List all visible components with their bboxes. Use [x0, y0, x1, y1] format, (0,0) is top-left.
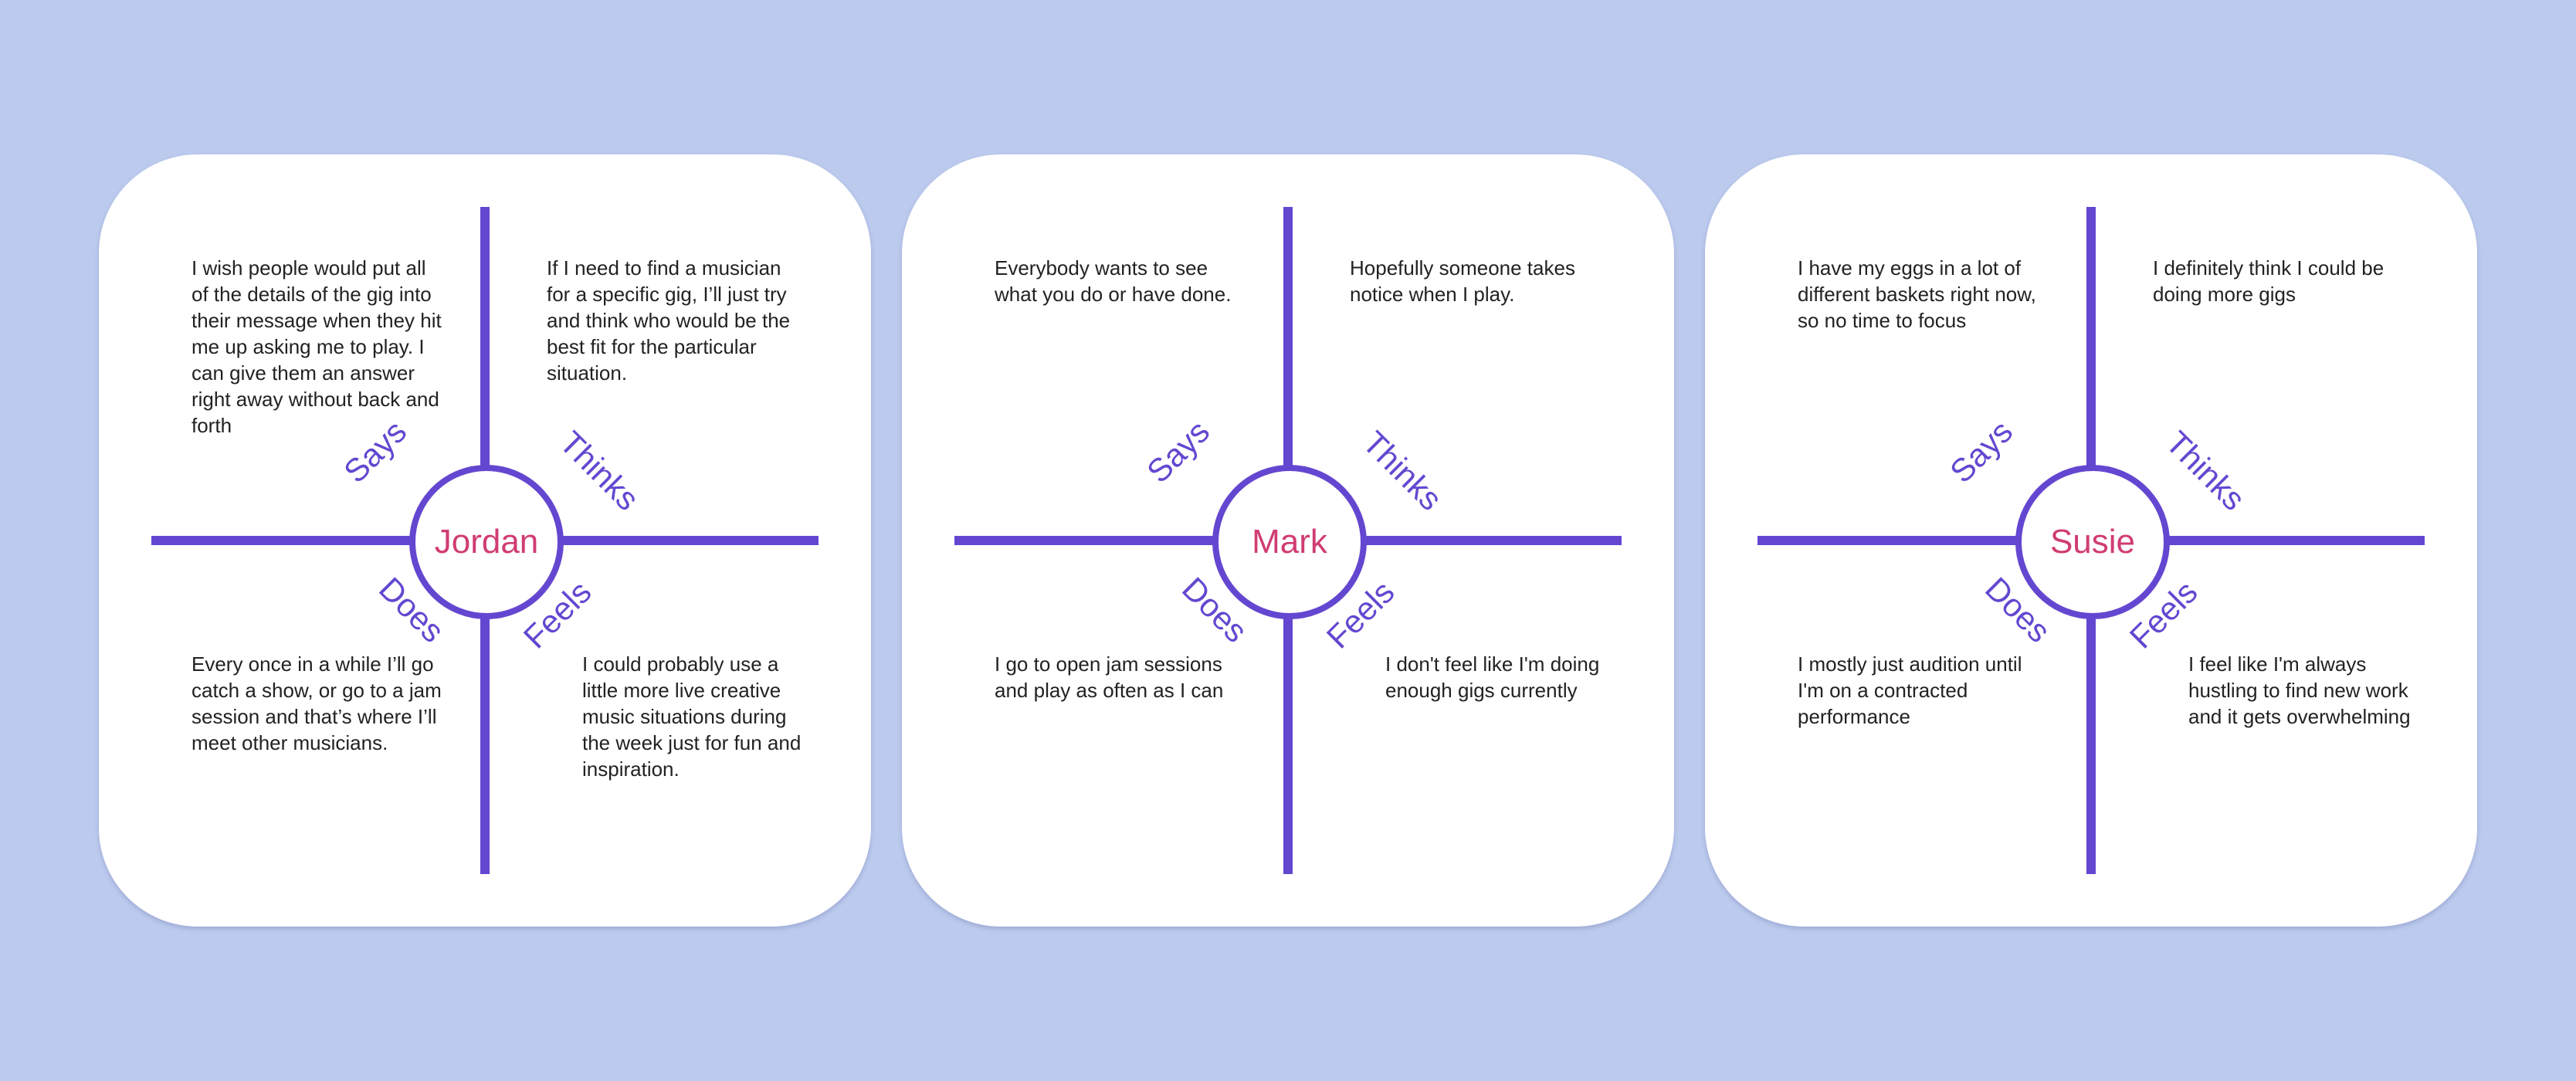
says-note: I have my eggs in a lot of different bas… — [1798, 256, 2036, 332]
feels-note: I don't feel like I'm doing enough gigs … — [1385, 652, 1600, 702]
says-label: Says — [1943, 413, 2020, 490]
says-label: Says — [1140, 413, 1217, 490]
feels-note: I could probably use a little more live … — [582, 652, 802, 781]
thinks-note: If I need to find a musician for a speci… — [547, 256, 791, 385]
persona-circle: Mark — [1212, 465, 1367, 619]
thinks-label: Thinks — [2159, 424, 2252, 517]
persona-circle: Susie — [2015, 465, 2170, 619]
does-note: Every once in a while I’ll go catch a sh… — [192, 652, 442, 754]
does-note: I mostly just audition until I'm on a co… — [1798, 652, 2022, 728]
says-note: I wish people would put all of the detai… — [192, 256, 442, 437]
thinks-note: I definitely think I could be doing more… — [2153, 256, 2384, 306]
says-note: Everybody wants to see what you do or ha… — [995, 256, 1232, 306]
empathy-map-card-mark: Mark Says Thinks Does Feels Everybody wa… — [902, 154, 1674, 927]
persona-circle: Jordan — [409, 465, 564, 619]
thinks-label: Thinks — [1356, 424, 1449, 517]
persona-name: Jordan — [434, 523, 539, 561]
feels-note: I feel like I'm always hustling to find … — [2188, 652, 2411, 728]
does-note: I go to open jam sessions and play as of… — [995, 652, 1224, 702]
thinks-label: Thinks — [553, 424, 646, 517]
thinks-note: Hopefully someone takes notice when I pl… — [1350, 256, 1575, 306]
persona-name: Susie — [2049, 523, 2136, 561]
empathy-map-card-susie: Susie Says Thinks Does Feels I have my e… — [1705, 154, 2477, 927]
empathy-map-card-jordan: Jordan Says Thinks Does Feels I wish peo… — [99, 154, 871, 927]
persona-name: Mark — [1252, 523, 1327, 561]
